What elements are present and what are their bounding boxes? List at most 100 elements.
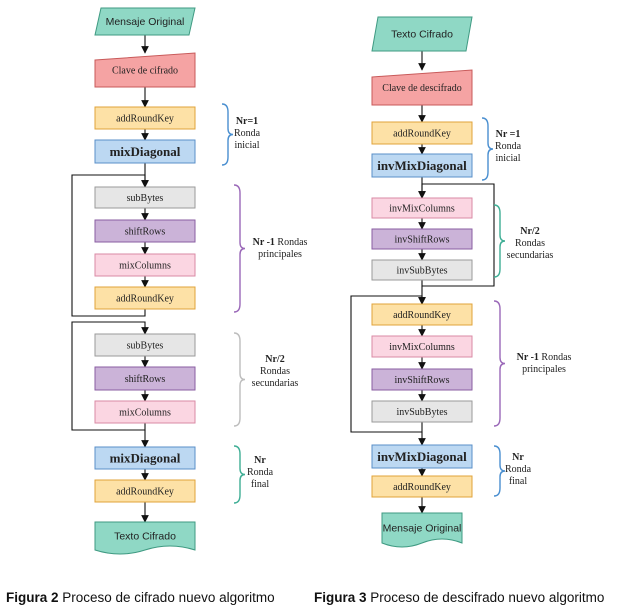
f3-mensaje-original-label: Mensaje Original [383, 523, 462, 535]
f3-invmixcolumns-1-label: invMixColumns [389, 204, 455, 215]
f2-brace-principales-bracket [233, 184, 246, 313]
f3-invshiftrows-1: invShiftRows [371, 228, 473, 250]
f2-mensaje-original-label: Mensaje Original [106, 16, 185, 28]
f3-brace-principales-line-0: Nr -1 Rondas [517, 352, 572, 363]
f3-invmixdiagonal-1-shape [371, 153, 473, 178]
f2-shiftrows-2-shape [94, 366, 196, 391]
f3-brace-secundarias-bracket [493, 204, 506, 278]
f3-loop-principales-arrow [350, 295, 426, 433]
f2-shiftrows-1: shiftRows [94, 219, 196, 243]
figure-2-caption: Figura 2 Proceso de cifrado nuevo algori… [6, 590, 275, 605]
figure-2-caption-label: Figura 2 [6, 590, 59, 605]
f2-brace-principales-line-0: Nr -1 Rondas [253, 237, 308, 248]
f3-texto-cifrado: Texto Cifrado [371, 16, 473, 52]
figure-2-caption-text: Proceso de cifrado nuevo algoritmo [58, 590, 275, 605]
f3-brace-inicial-line-1: Ronda [495, 141, 522, 152]
f3-brace-secundarias-line-0: Nr/2 [520, 226, 539, 237]
f2-brace-inicial-line-1: Ronda [234, 128, 261, 139]
f2-mixcolumns-1-label: mixColumns [119, 261, 171, 272]
f2-brace-secundarias-bracket [233, 332, 246, 427]
f2-addroundkey-1-shape [94, 106, 196, 130]
f3-invshiftrows-2-label: invShiftRows [394, 375, 449, 386]
f2-mixdiagonal-1: mixDiagonal [94, 139, 196, 164]
f3-brace-principales-bracket [493, 300, 506, 427]
f3-brace-inicial-bracket [481, 117, 494, 181]
f3-brace-final-bracket [493, 445, 506, 497]
f3-addroundkey-2-label: addRoundKey [393, 310, 451, 321]
f3-invmixdiagonal-2-shape [371, 444, 473, 469]
f3-addroundkey-2: addRoundKey [371, 303, 473, 326]
f3-invmixdiagonal-1-label: invMixDiagonal [377, 158, 467, 173]
f2-addroundkey-1-label: addRoundKey [116, 114, 174, 125]
f3-invshiftrows-2: invShiftRows [371, 368, 473, 391]
f2-mensaje-original: Mensaje Original [94, 7, 196, 36]
f3-mensaje-original: Mensaje Original [381, 512, 463, 548]
f2-texto-cifrado: Texto Cifrado [94, 521, 196, 555]
f2-addroundkey-3-label: addRoundKey [116, 487, 174, 498]
figure-3-caption-label: Figura 3 [314, 590, 367, 605]
f2-brace-final-bracket [233, 445, 246, 504]
figure-3-caption-text: Proceso de descifrado nuevo algoritmo [366, 590, 605, 605]
f3-loop-secundarias-arrow [418, 183, 495, 287]
f2-mensaje-original-shape [94, 7, 196, 36]
f3-invmixdiagonal-2: invMixDiagonal [371, 444, 473, 469]
f3-invsubbytes-1-shape [371, 259, 473, 281]
f2-brace-inicial-bracket [221, 103, 234, 166]
f2-subbytes-1-label: subBytes [127, 193, 164, 204]
f2-subbytes-1: subBytes [94, 186, 196, 209]
f3-invsubbytes-1: invSubBytes [371, 259, 473, 281]
f3-clave-descifrado: Clave de descifrado [371, 69, 473, 106]
f2-brace-inicial-line-0: Nr=1 [236, 116, 258, 127]
f3-invmixcolumns-1-shape [371, 197, 473, 219]
f3-addroundkey-1: addRoundKey [371, 121, 473, 145]
f3-brace-principales-line-1: principales [522, 364, 566, 375]
f3-brace-secundarias-line-2: secundarias [507, 250, 554, 261]
f2-addroundkey-2-label: addRoundKey [116, 294, 174, 305]
f2-mixcolumns-1-shape [94, 253, 196, 277]
f2-mixcolumns-1: mixColumns [94, 253, 196, 277]
f2-brace-inicial-line-2: inicial [235, 140, 260, 151]
f3-mensaje-original-shape [381, 512, 463, 548]
f2-mixcolumns-2: mixColumns [94, 400, 196, 424]
f3-addroundkey-3: addRoundKey [371, 475, 473, 498]
f3-invmixcolumns-2-label: invMixColumns [389, 342, 455, 353]
f3-texto-cifrado-label: Texto Cifrado [391, 29, 453, 41]
f2-shiftrows-2-label: shiftRows [125, 374, 166, 385]
f2-loop-principales-arrow [71, 174, 149, 317]
f3-invshiftrows-1-label: invShiftRows [394, 235, 449, 246]
f2-brace-secundarias-line-0: Nr/2 [265, 354, 284, 365]
f2-subbytes-2-label: subBytes [127, 341, 164, 352]
figure-3-caption: Figura 3 Proceso de descifrado nuevo alg… [314, 590, 604, 605]
f3-invmixcolumns-2: invMixColumns [371, 335, 473, 358]
f2-shiftrows-1-shape [94, 219, 196, 243]
f2-brace-final-line-1: Ronda [247, 467, 274, 478]
f3-brace-final-line-0: Nr [512, 452, 524, 463]
f2-subbytes-2: subBytes [94, 333, 196, 357]
f2-loop-secundarias-arrow [71, 321, 149, 431]
f2-addroundkey-2: addRoundKey [94, 286, 196, 310]
f3-invmixcolumns-2-shape [371, 335, 473, 358]
f2-mixdiagonal-2-shape [94, 446, 196, 470]
f2-mixcolumns-2-label: mixColumns [119, 408, 171, 419]
f2-mixcolumns-2-shape [94, 400, 196, 424]
f3-brace-final-line-1: Ronda [505, 464, 532, 475]
f2-mixdiagonal-2: mixDiagonal [94, 446, 196, 470]
f3-invshiftrows-2-shape [371, 368, 473, 391]
f3-invsubbytes-1-label: invSubBytes [396, 266, 447, 277]
f3-invsubbytes-2-shape [371, 400, 473, 423]
f2-brace-final-line-0: Nr [254, 455, 266, 466]
f3-clave-descifrado-shape [371, 69, 473, 106]
f3-invshiftrows-1-shape [371, 228, 473, 250]
f2-addroundkey-1: addRoundKey [94, 106, 196, 130]
f2-clave-cifrado-shape [94, 52, 196, 88]
f3-addroundkey-3-label: addRoundKey [393, 482, 451, 493]
